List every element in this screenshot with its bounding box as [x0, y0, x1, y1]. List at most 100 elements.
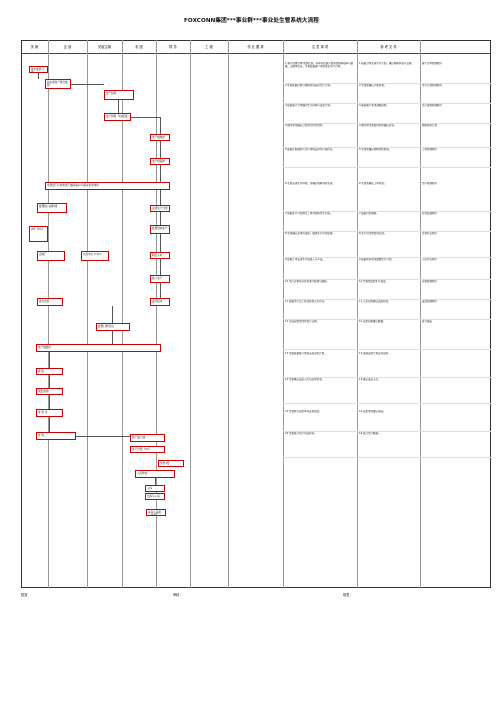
connector [49, 395, 50, 409]
notes-item: 8.生产异常需及时反馈。 [359, 232, 387, 235]
flow-box: 生产排程（材/配发） [104, 113, 131, 121]
flow-box: 生产计划（5%） [130, 446, 165, 453]
requirements-item: 12.完成出货并回复客户交期。 [285, 320, 319, 323]
refs-item: 成品管理程序 [422, 300, 438, 303]
connector [160, 234, 161, 252]
notes-item: 1.依据订单安排生产计划，确认物料状况与交期。 [359, 62, 414, 65]
row-divider [283, 231, 491, 232]
refs-item: 入库作业程序 [422, 258, 438, 261]
column-header: 关键主管 [97, 45, 112, 49]
row-divider [283, 167, 491, 168]
column-divider [190, 40, 191, 588]
connector [160, 141, 161, 158]
requirements-item: 1.客户提供订单/需求信息，其中包括客户需求的物料编码与数量、交期等信息，生管依… [285, 62, 354, 69]
requirements-item: 4.相关单位确认计划可行性并回复。 [285, 124, 325, 127]
connector [112, 306, 113, 323]
requirements-item: 2.生管依据产能与物料状况安排生产计划。 [285, 84, 333, 87]
flow-box: 出库与入库 [145, 493, 165, 500]
flow-box: 生产线监控 [36, 344, 161, 352]
column-header: 作 业 要 求 [247, 45, 264, 49]
connector [160, 190, 161, 205]
column-header: 工 程 [205, 45, 213, 49]
column-header: 参 考 文 件 [380, 45, 397, 49]
flow-box: 处理订料管出 [96, 323, 130, 331]
flow-box: 投入生产 [150, 275, 170, 283]
column-header: 企 划 [63, 45, 72, 49]
flow-box: 客户提供订单 [29, 66, 48, 73]
row-divider [283, 257, 491, 258]
connector [131, 117, 160, 118]
requirements-item: 16.生管统计生产完成状况。 [285, 432, 317, 435]
column-header: 关 管 [30, 45, 39, 49]
connector [160, 165, 161, 182]
row-divider [283, 83, 491, 84]
flow-box: 库存与设备（计调） [146, 509, 166, 516]
connector [160, 212, 161, 225]
row-divider [283, 123, 491, 124]
notes-item: 16.统计生产数据。 [359, 432, 381, 435]
notes-item: 3.依据客户需求调整排程。 [359, 104, 389, 107]
connector [118, 100, 119, 113]
row-divider [283, 377, 491, 378]
notes-item: 11.入库前需确认品质状况。 [359, 300, 391, 303]
notes-item: 4.相关单位需及时回复确认信息。 [359, 124, 397, 127]
refs-item: 出货管理程序 [422, 280, 438, 283]
requirements-item: 13.生管依据客户需求安排出货计划。 [285, 352, 327, 355]
column-header: 财 务 [169, 45, 177, 49]
connector [155, 478, 156, 485]
column-divider [283, 40, 284, 588]
flow-box: 处理投入提料排 [37, 203, 67, 213]
refs-item: 统计报表 [422, 320, 433, 323]
requirements-item: 3.依据客户订单确定生产排程与出货计划。 [285, 104, 333, 107]
requirements-item: 5.依据产能规划与生产排程安排生产线作业。 [285, 148, 335, 151]
prepared-label: 制表： [343, 593, 353, 597]
column-divider [87, 40, 88, 588]
review-label: 审核： [173, 593, 183, 597]
requirements-item: 10.生产过程中对异常进行处理与跟踪。 [285, 280, 329, 283]
refs-item: 生产管理程序 [422, 182, 438, 185]
flowchart-frame [21, 40, 491, 588]
flow-box: 对应中心 P M C [81, 251, 109, 261]
requirements-item: 7.依据生产计划开立工单并发料至生产线。 [285, 212, 333, 215]
column-divider [357, 40, 358, 588]
notes-item: 10.生管需追踪生产进度。 [359, 280, 388, 283]
connector [76, 436, 130, 437]
header-divider [21, 53, 491, 54]
notes-item: 9.依据实际状况调整生产计划。 [359, 258, 394, 261]
column-divider [122, 40, 123, 588]
requirements-item: 11.依据生产完工状况办理入库作业。 [285, 300, 327, 303]
approve-label: 核准： [21, 593, 31, 597]
notes-item: 15.出货单需确认无误。 [359, 410, 386, 413]
notes-item: 14.确认成品入库。 [359, 378, 381, 381]
flow-box: 生产排程排 [150, 158, 170, 165]
flow-box: 生产排程 [104, 90, 134, 100]
flow-box: 建立出库 [37, 298, 63, 306]
connector [49, 352, 50, 368]
connector [160, 117, 161, 134]
column-divider [156, 40, 157, 588]
row-divider [283, 431, 491, 432]
connector [38, 73, 39, 79]
notes-item: 5.生管需确认物料到位时间。 [359, 148, 392, 151]
flow-box: 新产品上线 [130, 434, 165, 442]
flow-box: 料出入库 [150, 252, 170, 259]
row-divider [283, 457, 491, 458]
connector [49, 375, 50, 388]
requirements-item: 6.生管安排生产排程，并确认物料到位状况。 [285, 182, 335, 185]
requirements-item: 8.生管确认各单位进度，跟进生产异常处理。 [285, 232, 335, 235]
flow-box: 生 管 [36, 432, 76, 440]
flow-box: 预定量测 [36, 388, 63, 395]
flow-box: 入库 [145, 485, 165, 492]
refs-item: 生产计划管理程序 [422, 84, 443, 87]
row-divider [283, 319, 491, 320]
flow-box: 定购厂 [37, 251, 65, 261]
flow-box: 如主客生产能力规划 [45, 79, 71, 89]
column-header: 手 团 [135, 45, 143, 49]
requirements-item: 14.生管确认成品入库与出货状况。 [285, 378, 324, 381]
flow-box: 入库作业 [135, 470, 175, 478]
row-divider [283, 211, 491, 212]
notes-item: 13.依据出货计划安排出货。 [359, 352, 391, 355]
column-divider [48, 40, 49, 588]
row-divider [283, 349, 491, 350]
connector [112, 331, 113, 344]
